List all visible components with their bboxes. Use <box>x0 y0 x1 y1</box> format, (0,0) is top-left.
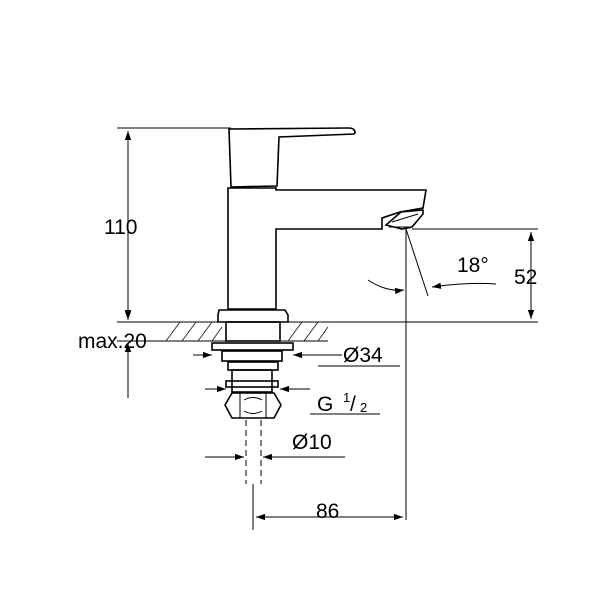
dimension-max-20: max.20 <box>78 298 147 398</box>
thread-den-label: 2 <box>360 400 367 415</box>
supply-pipe <box>245 420 262 484</box>
dimension-spout-52: 52 <box>514 232 537 319</box>
diameter-10-label: Ø10 <box>292 431 332 454</box>
max-20-label: max.20 <box>78 330 147 353</box>
dimension-diameter-10: Ø10 <box>205 431 345 461</box>
angle-18-label: 18° <box>457 254 489 277</box>
reach-86-label: 86 <box>316 500 339 523</box>
spout-52-label: 52 <box>514 266 537 289</box>
dimension-angle-18: 18° <box>367 254 497 295</box>
dimension-reach-86: 86 <box>256 500 403 523</box>
countertop <box>148 321 329 342</box>
thread-slash: / <box>350 393 356 416</box>
dimension-thread-g12: G 1 / 2 <box>205 385 380 416</box>
mounting-assembly <box>211 321 294 419</box>
faucet-body <box>217 127 427 323</box>
height-110-label: 110 <box>104 216 137 239</box>
dimension-diameter-34: Ø34 <box>193 344 400 367</box>
dimension-height-110: 110 <box>104 131 137 319</box>
thread-num-label: 1 <box>343 390 350 405</box>
reference-lines <box>117 127 538 530</box>
thread-g-label: G <box>317 393 333 416</box>
diameter-34-label: Ø34 <box>343 344 383 367</box>
